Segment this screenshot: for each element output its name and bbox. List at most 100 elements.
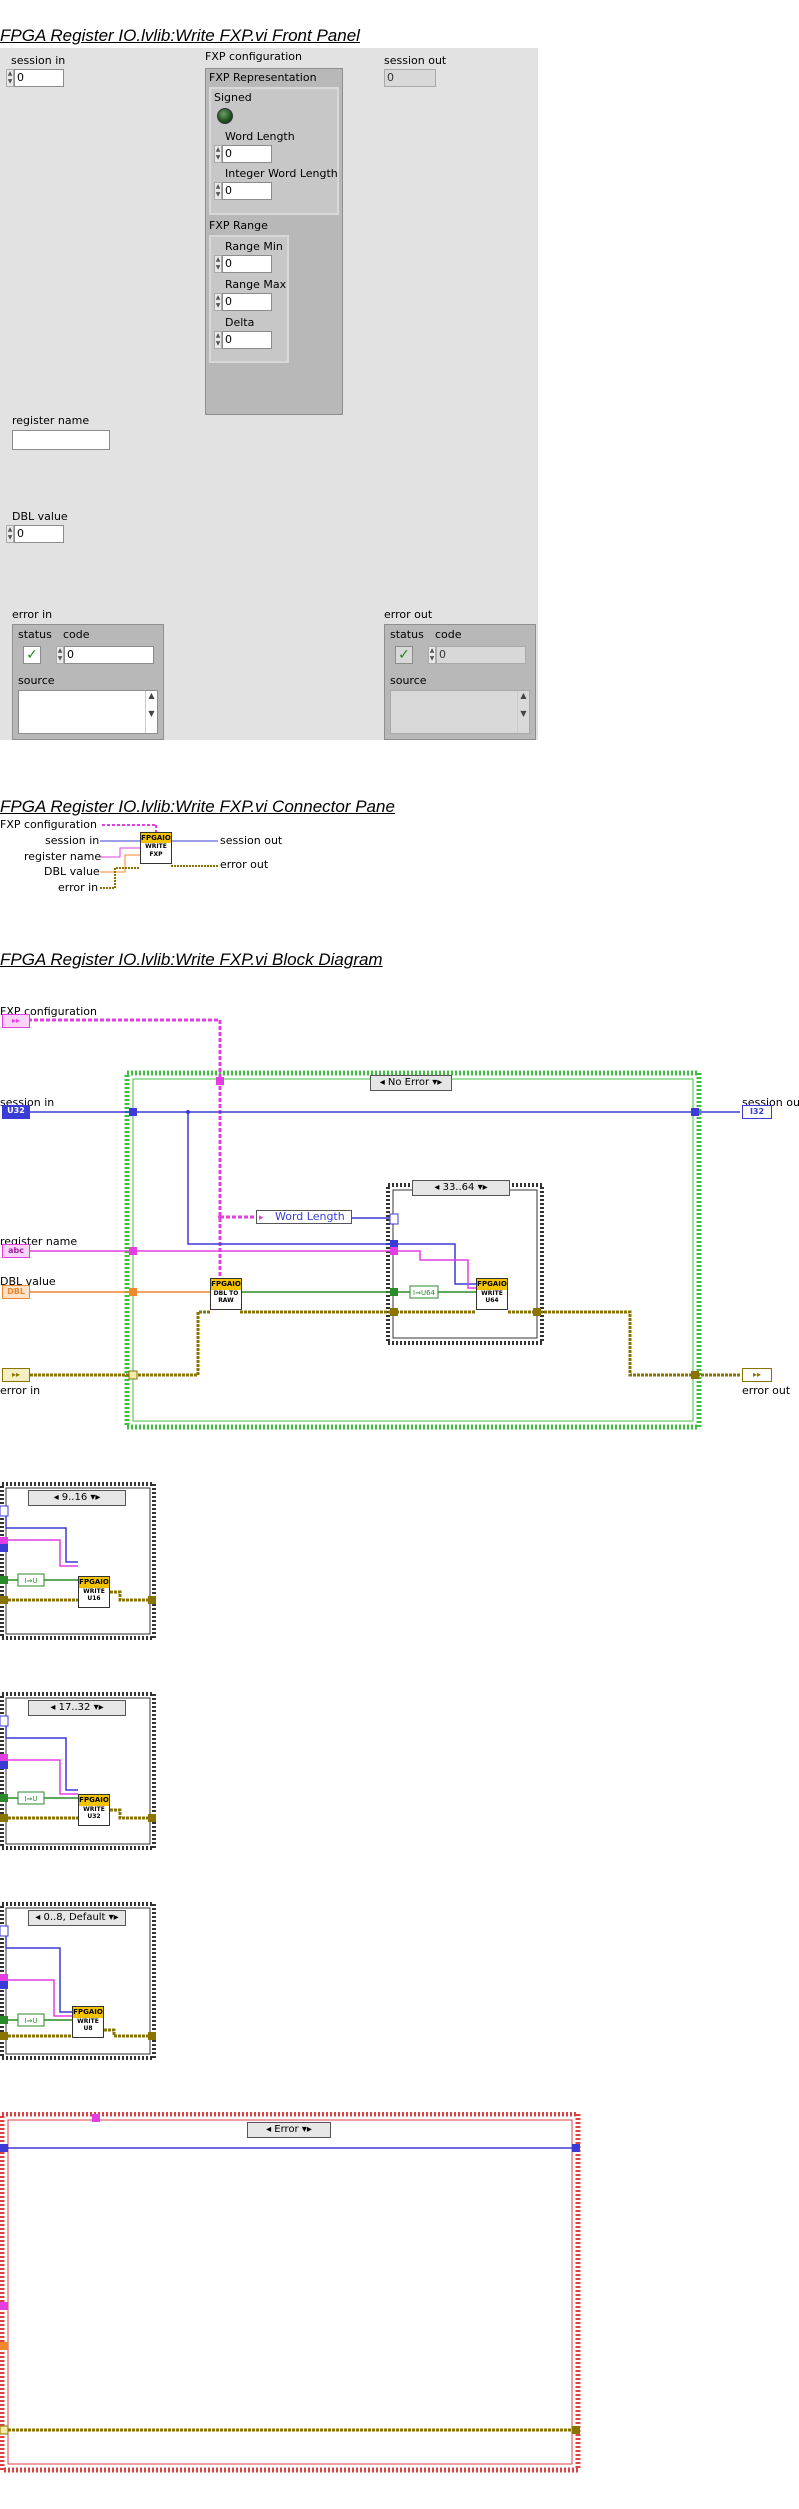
case-0-8-selector-label: 0..8, Default: [43, 1912, 106, 1923]
inner-case-selector[interactable]: ◂ 33..64 ▾▸: [412, 1180, 510, 1196]
block-diagram-title: FPGA Register IO.lvlib:Write FXP.vi Bloc…: [0, 950, 383, 969]
unbundle-arrow-icon: ▸: [259, 1213, 264, 1223]
error-case-selector[interactable]: ◂ Error ▾▸: [247, 2122, 331, 2138]
error-out-code-indicator: 0: [436, 646, 526, 664]
fxp-range-cluster: Range Min ▲▼ 0 Range Max ▲▼ 0 Delta ▲▼ 0: [209, 235, 289, 363]
write-u8-subvi-bottom: WRITE U8: [77, 2018, 99, 2032]
fxp-range-label: FXP Range: [209, 219, 268, 232]
delta-label: Delta: [225, 316, 255, 329]
word-length-spinner[interactable]: ▲▼: [214, 145, 222, 163]
error-in-code-spinner[interactable]: ▲▼: [56, 646, 64, 664]
outer-case-selector[interactable]: ◂ No Error ▾▸: [370, 1075, 452, 1091]
session-out-label: session out: [384, 54, 447, 67]
error-in-source-input[interactable]: ▲▼: [18, 690, 158, 734]
cp-input-session-in: session in: [45, 834, 100, 847]
bd-session-out-terminal[interactable]: I32: [742, 1105, 772, 1119]
register-name-input[interactable]: [12, 430, 110, 450]
dbl-to-raw-subvi-top: FPGAIO: [211, 1279, 241, 1290]
bd-dbl-value-terminal[interactable]: DBL: [2, 1285, 30, 1299]
error-out-cluster: status code ✓ ▲▼ 0 source ▲▼: [384, 624, 536, 740]
cp-input-register-name: register name: [24, 850, 102, 863]
error-in-source-scrollbar[interactable]: ▲▼: [145, 691, 157, 733]
signed-led[interactable]: [217, 108, 233, 124]
cp-icon-top: FPGAIO: [141, 833, 171, 843]
case-17-32-selector-label: 17..32: [58, 1702, 91, 1713]
dbl-value-input[interactable]: 0: [14, 525, 64, 543]
connector-pane-wires: [100, 824, 218, 889]
case-9-16-selector[interactable]: ◂ 9..16 ▾▸: [28, 1490, 126, 1506]
bd-fxp-config-terminal[interactable]: ▸▸: [2, 1014, 30, 1028]
svg-text:I⇒U: I⇒U: [24, 2017, 37, 2025]
integer-word-length-label: Integer Word Length: [225, 167, 338, 180]
svg-text:I⇒U: I⇒U: [24, 1577, 37, 1585]
block-diagram-main: I⇒U64: [22, 1018, 740, 1430]
cp-input-error-in: error in: [58, 881, 99, 894]
error-case-wires: [0, 2112, 581, 2473]
case-9-16-wires: I⇒U: [0, 1482, 156, 1640]
range-min-input[interactable]: 0: [222, 255, 272, 273]
bd-error-out-terminal[interactable]: ▸▸: [742, 1368, 772, 1382]
case-9-16-selector-label: 9..16: [61, 1492, 88, 1503]
error-in-cluster: status code ✓ ▲▼ 0 source ▲▼: [12, 624, 164, 740]
error-out-source-scrollbar[interactable]: ▲▼: [517, 691, 529, 733]
register-name-label: register name: [12, 414, 90, 427]
word-length-input[interactable]: 0: [222, 145, 272, 163]
cp-output-error-out: error out: [220, 858, 269, 871]
range-max-spinner[interactable]: ▲▼: [214, 293, 222, 311]
svg-text:I⇒U64: I⇒U64: [413, 1289, 436, 1297]
range-min-label: Range Min: [225, 240, 283, 253]
session-in-spinner[interactable]: ▲▼: [6, 69, 14, 87]
signed-label: Signed: [214, 91, 252, 104]
write-u32-subvi[interactable]: FPGAIO WRITE U32: [78, 1794, 110, 1826]
delta-input[interactable]: 0: [222, 331, 272, 349]
write-u32-subvi-top: FPGAIO: [79, 1795, 109, 1806]
error-case-selector-label: Error: [274, 2124, 299, 2135]
write-u32-subvi-bottom: WRITE U32: [83, 1806, 105, 1820]
dbl-value-spinner[interactable]: ▲▼: [6, 525, 14, 543]
delta-spinner[interactable]: ▲▼: [214, 331, 222, 349]
write-u16-subvi-bottom: WRITE U16: [83, 1588, 105, 1602]
bd-dbl-value-label: DBL value: [0, 1275, 56, 1288]
error-in-code-input[interactable]: 0: [64, 646, 154, 664]
error-in-source-label: source: [18, 674, 55, 687]
error-in-code-label: code: [63, 628, 90, 641]
bd-error-in-terminal[interactable]: ▸▸: [2, 1368, 30, 1382]
error-out-status-label: status: [390, 628, 424, 641]
case-0-8-wires: I⇒U: [0, 1902, 156, 2060]
range-min-spinner[interactable]: ▲▼: [214, 255, 222, 273]
write-u64-subvi[interactable]: FPGAIO WRITE U64: [476, 1278, 508, 1310]
write-u64-subvi-top: FPGAIO: [477, 1279, 507, 1290]
error-in-status-checkbox[interactable]: ✓: [23, 646, 41, 664]
svg-text:I⇒U: I⇒U: [24, 1795, 37, 1803]
bd-error-out-label: error out: [742, 1384, 791, 1397]
front-panel: session in ▲▼ 0 FXP configuration FXP Re…: [0, 48, 538, 740]
write-u64-subvi-bottom: WRITE U64: [481, 1290, 503, 1304]
fxp-representation-cluster: Signed Word Length ▲▼ 0 Integer Word Len…: [209, 87, 339, 215]
case-0-8-selector[interactable]: ◂ 0..8, Default ▾▸: [28, 1910, 126, 1926]
case-17-32-wires: I⇒U: [0, 1692, 156, 1850]
write-u8-subvi[interactable]: FPGAIO WRITE U8: [72, 2006, 104, 2038]
session-in-label: session in: [11, 54, 66, 67]
error-out-label: error out: [384, 608, 433, 621]
bd-session-in-terminal[interactable]: U32: [2, 1105, 30, 1119]
connector-pane-icon[interactable]: FPGAIO WRITE FXP: [140, 832, 172, 864]
fxp-config-cluster: FXP Representation Signed Word Length ▲▼…: [205, 68, 343, 415]
range-max-input[interactable]: 0: [222, 293, 272, 311]
error-out-code-spinner: ▲▼: [428, 646, 436, 664]
error-in-status-label: status: [18, 628, 52, 641]
bd-register-name-terminal[interactable]: abc: [2, 1244, 30, 1258]
case-17-32-selector[interactable]: ◂ 17..32 ▾▸: [28, 1700, 126, 1716]
unbundle-by-name-node[interactable]: ▸ Word Length: [256, 1210, 352, 1224]
outer-case-selector-label: No Error: [387, 1077, 430, 1088]
range-max-label: Range Max: [225, 278, 287, 291]
integer-word-length-spinner[interactable]: ▲▼: [214, 182, 222, 200]
dbl-to-raw-subvi-bottom: DBL TO RAW: [213, 1290, 239, 1304]
inner-case-selector-label: 33..64: [442, 1182, 475, 1193]
fxp-representation-label: FXP Representation: [209, 71, 317, 84]
session-in-input[interactable]: 0: [14, 69, 64, 87]
dbl-value-label: DBL value: [12, 510, 68, 523]
write-u16-subvi[interactable]: FPGAIO WRITE U16: [78, 1576, 110, 1608]
dbl-to-raw-subvi[interactable]: FPGAIO DBL TO RAW: [210, 1278, 242, 1310]
integer-word-length-input[interactable]: 0: [222, 182, 272, 200]
cp-input-dbl-value: DBL value: [44, 865, 100, 878]
